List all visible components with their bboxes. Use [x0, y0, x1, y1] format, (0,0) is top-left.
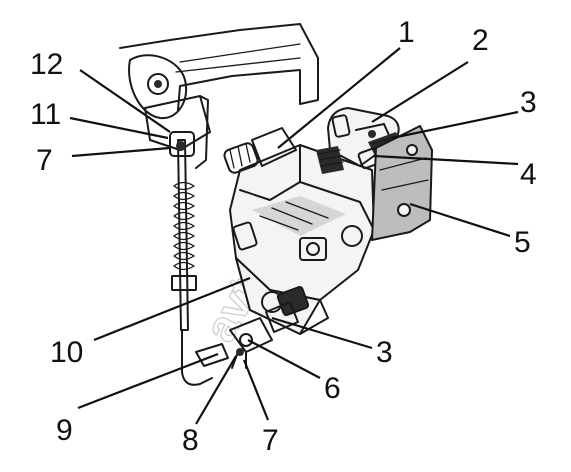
callout-6: 6 — [324, 372, 341, 405]
callout-3-upper: 3 — [520, 86, 537, 119]
frame-bracket — [119, 23, 319, 169]
callout-numbers: 1 2 3 4 5 12 11 7 10 3 6 9 8 7 — [30, 16, 537, 457]
leader-lines — [69, 47, 519, 425]
callout-11: 11 — [30, 98, 61, 131]
valve-body — [229, 144, 375, 335]
inlet-fitting — [223, 127, 297, 174]
callout-9: 9 — [56, 414, 73, 447]
top-lever — [316, 107, 400, 174]
callout-7-upper: 7 — [36, 144, 53, 177]
callout-1: 1 — [398, 16, 415, 49]
callout-2: 2 — [472, 24, 489, 57]
callout-3-lower: 3 — [376, 336, 393, 369]
callout-12: 12 — [30, 48, 63, 81]
rod-with-spring — [169, 131, 229, 386]
lower-bolt — [229, 286, 310, 369]
mounting-plate — [371, 125, 433, 241]
callout-5: 5 — [514, 226, 531, 259]
callout-7-lower: 7 — [262, 424, 279, 457]
callout-8: 8 — [182, 424, 199, 457]
callout-10: 10 — [50, 336, 83, 369]
callout-4: 4 — [520, 158, 537, 191]
